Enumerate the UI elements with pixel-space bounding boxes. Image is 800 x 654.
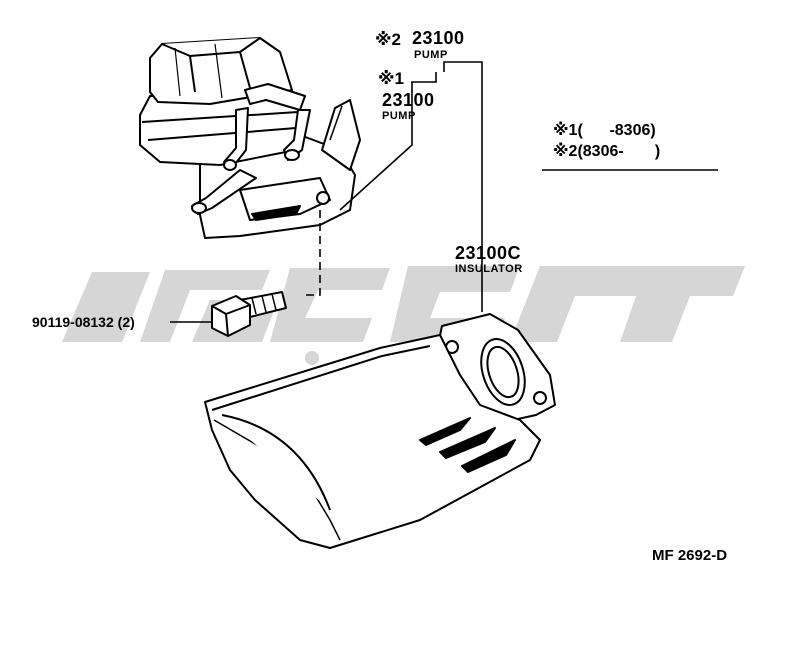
pump-2-mark: ※2 [375, 30, 401, 49]
pump-2-part-name: PUMP [414, 49, 448, 61]
pump-1-mark: ※1 [378, 69, 404, 88]
bolt-quantity: (2) [117, 314, 135, 330]
pump-1-part-number: 23100 [382, 90, 435, 110]
legend-row-2-mark: ※2 [553, 143, 578, 160]
legend-row-1-mark: ※1 [553, 122, 578, 139]
pump-2-part-number: 23100 [412, 28, 465, 48]
insulator-part-number: 23100C [455, 243, 522, 263]
fuel-pump-illustration [139, 37, 361, 239]
pump-1-part-name: PUMP [382, 110, 416, 122]
bolt-part-label: 90119-08132 (2) [32, 315, 135, 329]
shield-illustration [204, 334, 541, 549]
legend-row-2-range: (8306- ) [577, 143, 661, 160]
legend-row-1-range: ( -8306) [577, 122, 656, 139]
insulator-part-name: INSULATOR [455, 263, 523, 275]
figure-id: MF 2692-D [652, 547, 728, 564]
legend-row-2: ※2(8306- ) [553, 144, 660, 160]
bolt-part-number: 90119-08132 [32, 314, 114, 330]
legend-row-1: ※1( -8306) [553, 123, 656, 139]
bolt-illustration [211, 291, 287, 337]
leader-lines [170, 61, 718, 323]
